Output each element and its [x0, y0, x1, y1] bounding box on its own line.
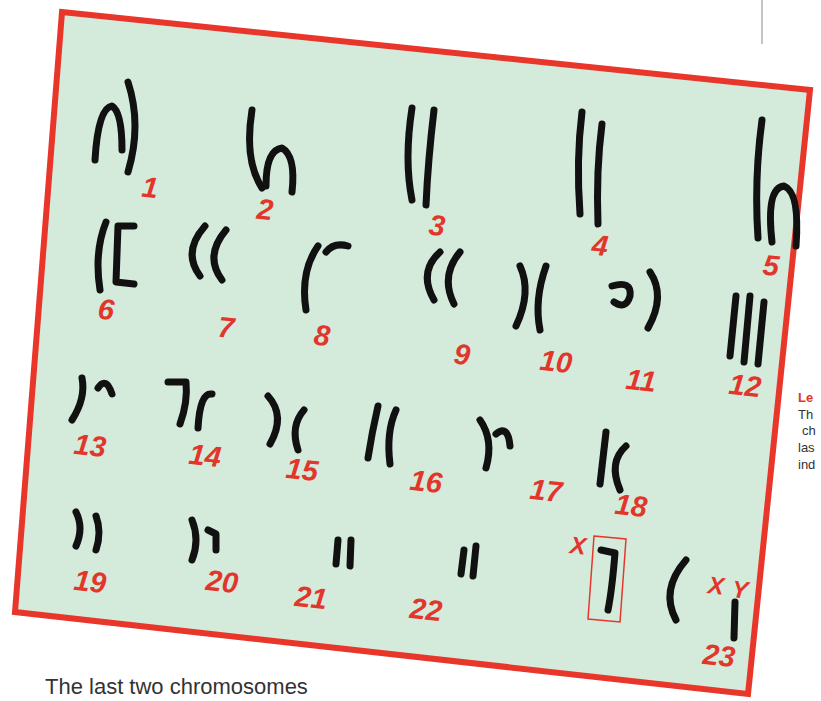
chromosome [426, 110, 434, 205]
chromosome [758, 302, 764, 364]
chromosome [538, 266, 546, 330]
chromosome [648, 272, 658, 328]
caption-fragment: las [798, 441, 815, 454]
sex-chromosome-label: X [707, 573, 725, 599]
chromosome-number: 21 [293, 582, 328, 614]
chromosome [350, 540, 351, 566]
chromosome [600, 432, 606, 484]
chromosome [266, 148, 293, 192]
chromosome [72, 378, 83, 420]
sex-chromosome-label: Y [731, 577, 749, 603]
chromosome [368, 406, 378, 458]
chromosome [496, 431, 510, 446]
chromosome [744, 296, 750, 362]
chromosome [192, 226, 205, 276]
chromosome [336, 540, 338, 564]
chromosome-number: 16 [408, 466, 443, 498]
chromosome [250, 110, 262, 188]
chromosome [168, 382, 186, 424]
chromosome [192, 520, 196, 560]
chromosome-number: 3 [427, 211, 446, 242]
chromosome [615, 446, 626, 490]
chromosome-number: 5 [761, 251, 780, 282]
chromosome [96, 516, 99, 550]
chromosome-number: 13 [72, 430, 107, 462]
chromosome-number: 6 [96, 295, 115, 326]
y-chromosome [734, 602, 735, 638]
highlight-box [588, 536, 626, 622]
chromosome [326, 245, 348, 252]
chromosome [771, 186, 797, 246]
chromosome [408, 108, 412, 200]
chromosome-number: 22 [408, 594, 443, 626]
chromosome [757, 120, 762, 238]
chromosome [461, 550, 464, 574]
chromosome [612, 284, 630, 305]
chromosome [598, 124, 603, 224]
chromosome-number: 1 [140, 173, 159, 204]
chromosome-set [72, 82, 797, 638]
chromosome-number: 11 [625, 365, 658, 397]
x-chromosome [670, 560, 686, 620]
chromosome-number: 23 [701, 640, 736, 672]
chromosome [128, 82, 135, 172]
karyotype-panel [15, 12, 810, 694]
chromosome [76, 512, 80, 546]
chromosome [268, 396, 278, 444]
caption-fragment: ch [802, 424, 816, 437]
chromosome-number: 10 [538, 346, 573, 378]
chromosome [578, 112, 582, 214]
chromosome [214, 230, 226, 280]
chromosome [448, 252, 460, 304]
sex-chromosome-label: X [569, 533, 587, 559]
chromosome-number: 9 [452, 340, 471, 371]
chromosome-number: 14 [187, 440, 222, 472]
caption-fragment: Le [798, 391, 813, 404]
chromosome [516, 266, 525, 326]
chromosome [730, 296, 736, 356]
chromosome [116, 226, 134, 284]
chromosome [480, 420, 489, 468]
caption-fragment: Th [798, 408, 813, 421]
body-text: The last two chromosomes [45, 676, 308, 698]
chromosome-number: 8 [312, 321, 331, 352]
chromosome [295, 410, 304, 450]
chromosome-number: 15 [284, 454, 319, 486]
chromosome-number: 2 [255, 195, 274, 226]
chromosome-number: 17 [528, 475, 563, 507]
caption-fragment: ind [798, 458, 815, 471]
chromosome-number: 18 [613, 490, 648, 522]
rule-line [762, 0, 763, 44]
chromosome [389, 410, 396, 464]
chromosome-number: 7 [216, 313, 235, 344]
chromosome [95, 106, 122, 160]
chromosome [98, 383, 112, 394]
chromosome [305, 246, 319, 310]
x-chromosome [601, 550, 615, 610]
chromosome [208, 530, 216, 550]
chromosome-number: 20 [204, 566, 239, 598]
chromosome [473, 546, 476, 576]
chromosome [98, 222, 106, 290]
chromosome-number: 4 [590, 231, 609, 262]
chromosome [198, 394, 212, 428]
chromosome-number: 19 [72, 566, 107, 598]
chromosome-number: 12 [727, 370, 762, 402]
chromosome [427, 252, 440, 300]
